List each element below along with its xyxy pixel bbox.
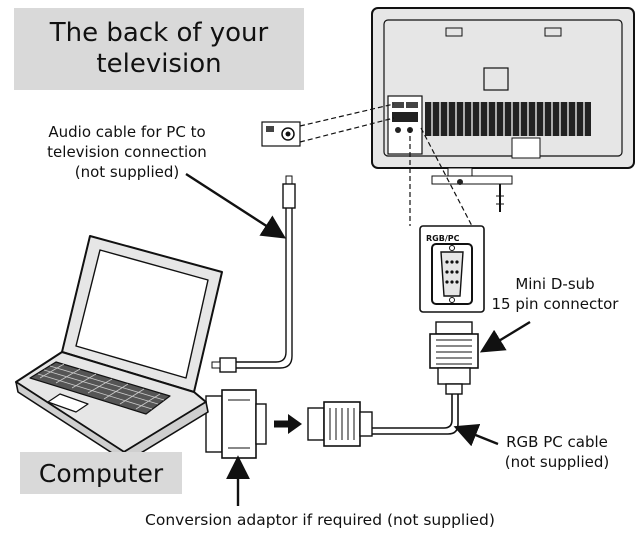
audio-cable-callout: Audio cable for PC to television connect…	[24, 122, 230, 182]
laptop-computer	[15, 235, 223, 463]
computer-label-box: Computer	[20, 452, 182, 494]
tv-stand	[431, 167, 513, 212]
conversion-adaptor	[205, 389, 267, 459]
audio-cable	[211, 175, 296, 373]
adaptor-callout: Conversion adaptor if required (not supp…	[145, 511, 495, 529]
title-line-2: television	[96, 49, 222, 79]
title-box: The back of your television	[14, 8, 304, 90]
audio-callout-line-3: (not supplied)	[74, 163, 180, 181]
rgb-cable-plug	[307, 401, 373, 447]
dsub-callout: Mini D-sub 15 pin connector	[470, 274, 640, 314]
rgb-callout-line-1: RGB PC cable	[506, 433, 608, 451]
mini-d-sub-plug	[429, 321, 479, 395]
dsub-callout-line-1: Mini D-sub	[515, 275, 595, 293]
audio-callout-arrow	[185, 172, 287, 239]
tv-terminal-panel	[387, 95, 423, 155]
audio-port-closeup	[261, 121, 301, 147]
callout-dashed-lines	[299, 103, 473, 227]
rgb-callout-line-2: (not supplied)	[504, 453, 610, 471]
computer-label: Computer	[38, 458, 164, 488]
rgb-callout-arrow	[453, 423, 499, 447]
audio-callout-line-2: television connection	[47, 143, 207, 161]
rgb-cable-callout: RGB PC cable (not supplied)	[484, 432, 630, 472]
audio-callout-line-1: Audio cable for PC to	[48, 123, 206, 141]
dsub-callout-line-2: 15 pin connector	[491, 295, 619, 313]
title-line-1: The back of your	[49, 18, 269, 48]
rgb-pc-cable	[372, 394, 459, 435]
callout-arrows	[185, 172, 531, 506]
dsub-callout-arrow	[479, 320, 531, 353]
television-back	[371, 7, 635, 212]
rgb-pc-port-closeup	[419, 225, 485, 313]
rgb-pc-port-label: RGB/PC	[426, 234, 460, 243]
tv-vent-grille	[425, 102, 591, 136]
